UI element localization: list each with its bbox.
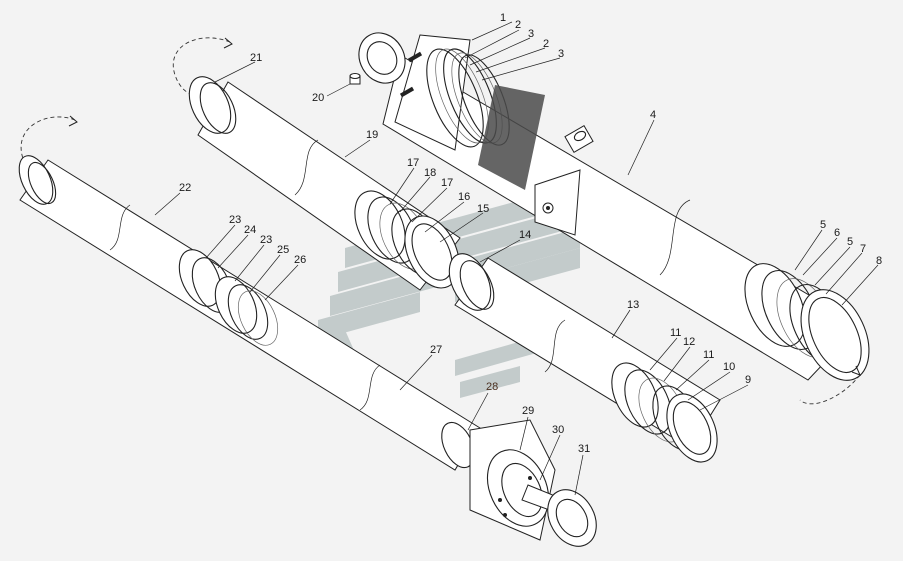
callout-21: 21 xyxy=(250,52,262,64)
eye-ring-31 xyxy=(547,489,597,547)
port-block xyxy=(534,169,581,236)
callout-13: 13 xyxy=(627,299,639,311)
seal-rings-center xyxy=(611,362,718,463)
plug-20 xyxy=(349,72,361,85)
rotation-arrow-right xyxy=(799,374,861,405)
callout-3b: 3 xyxy=(558,48,564,60)
leader-lines xyxy=(154,21,879,496)
callout-23a: 23 xyxy=(229,214,241,226)
cylinder-assembly-left xyxy=(18,115,597,547)
callout-19: 19 xyxy=(366,129,378,141)
callout-labels: 1 2 3 2 3 4 5 6 5 7 8 9 10 11 12 11 13 1… xyxy=(179,12,882,455)
cylinder-assembly-middle xyxy=(172,37,461,291)
callout-20: 20 xyxy=(312,92,324,104)
callout-11b: 11 xyxy=(670,327,681,339)
callout-12: 12 xyxy=(683,336,695,348)
callout-29: 29 xyxy=(522,405,534,417)
callout-4: 4 xyxy=(650,109,656,121)
callout-25: 25 xyxy=(277,244,289,256)
callout-2b: 2 xyxy=(543,38,549,50)
callout-14: 14 xyxy=(519,229,531,241)
callout-17a: 17 xyxy=(441,177,453,189)
cylinder-assembly-top xyxy=(358,32,870,405)
callout-26: 26 xyxy=(294,254,306,266)
callout-7: 7 xyxy=(860,243,866,255)
seal-rings-left xyxy=(178,249,279,346)
callout-5a: 5 xyxy=(820,219,826,231)
seal-rings-right xyxy=(744,263,870,381)
rotation-arrow-middle xyxy=(172,37,231,96)
callout-6: 6 xyxy=(834,227,840,239)
callout-15: 15 xyxy=(477,203,489,215)
callout-11a: 11 xyxy=(703,349,714,361)
callout-10: 10 xyxy=(723,361,735,373)
knurled-band xyxy=(478,85,545,190)
rotation-arrow-left xyxy=(20,116,76,171)
callout-27: 27 xyxy=(430,344,442,356)
callout-5b: 5 xyxy=(847,236,853,248)
rod-end-ring-21 xyxy=(188,76,232,134)
callout-16: 16 xyxy=(458,191,470,203)
callout-18: 18 xyxy=(424,167,436,179)
cylinder-assembly-center xyxy=(448,253,721,463)
callout-23b: 23 xyxy=(260,234,272,246)
callout-9: 9 xyxy=(745,374,751,386)
callout-8: 8 xyxy=(876,255,882,267)
callout-3a: 3 xyxy=(528,28,534,40)
callout-1: 1 xyxy=(500,12,506,24)
callout-28: 28 xyxy=(486,381,498,393)
callout-24: 24 xyxy=(244,224,256,236)
callout-17b: 17 xyxy=(407,157,419,169)
callout-22: 22 xyxy=(179,182,191,194)
callout-2a: 2 xyxy=(515,19,521,31)
callout-30: 30 xyxy=(552,424,564,436)
callout-31: 31 xyxy=(578,443,590,455)
